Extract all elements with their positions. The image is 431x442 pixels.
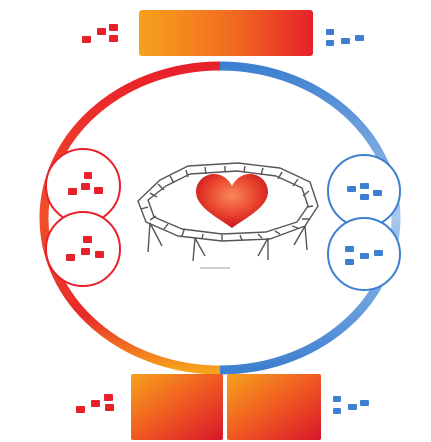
top-gradient-bar bbox=[139, 10, 313, 56]
bottom-gradient-bar-right bbox=[227, 374, 321, 440]
top-blue-team-icon bbox=[326, 29, 364, 46]
heart-icon bbox=[196, 174, 268, 228]
right-upper-circle bbox=[328, 155, 400, 227]
bottom-blue-team-icon bbox=[333, 396, 369, 414]
bottom-gradient-bar-left bbox=[131, 374, 223, 440]
top-red-team-icon bbox=[82, 24, 118, 43]
bottom-red-team-icon bbox=[76, 394, 114, 413]
